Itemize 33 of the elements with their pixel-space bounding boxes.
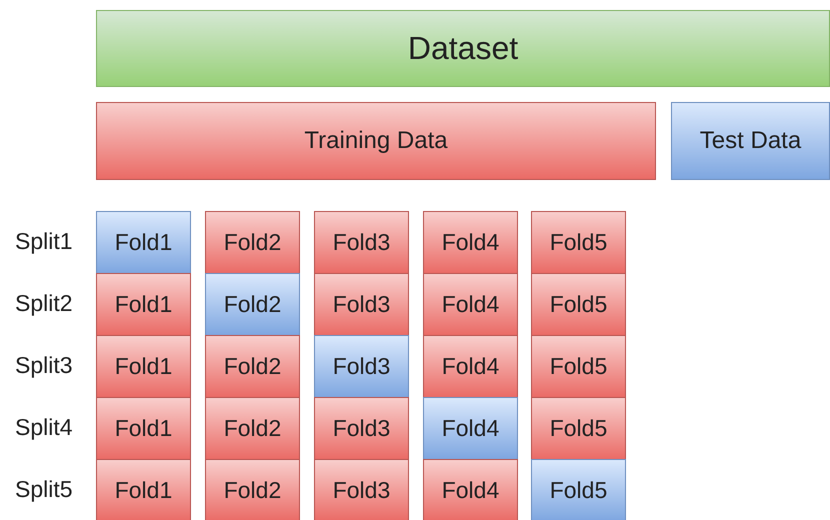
training-fold-box: Fold5 bbox=[531, 397, 626, 460]
training-fold-box: Fold2 bbox=[205, 459, 300, 520]
training-fold-box: Fold5 bbox=[531, 211, 626, 274]
training-fold-box: Fold4 bbox=[423, 211, 518, 274]
test-fold-box: Fold1 bbox=[96, 211, 191, 274]
row-label: Split1 bbox=[15, 228, 73, 255]
dataset-bar: Dataset bbox=[96, 10, 830, 87]
test-fold-box: Fold2 bbox=[205, 273, 300, 336]
training-fold-box: Fold2 bbox=[205, 211, 300, 274]
training-fold-box: Fold2 bbox=[205, 335, 300, 398]
training-fold-box: Fold3 bbox=[314, 273, 409, 336]
training-fold-box: Fold4 bbox=[423, 273, 518, 336]
row-label: Split3 bbox=[15, 352, 73, 379]
test-fold-box: Fold5 bbox=[531, 459, 626, 520]
training-fold-box: Fold1 bbox=[96, 397, 191, 460]
training-fold-box: Fold2 bbox=[205, 397, 300, 460]
training-fold-box: Fold3 bbox=[314, 459, 409, 520]
training-fold-box: Fold5 bbox=[531, 273, 626, 336]
test-data-bar: Test Data bbox=[671, 102, 830, 180]
training-fold-box: Fold3 bbox=[314, 397, 409, 460]
row-label: Split5 bbox=[15, 476, 73, 503]
test-fold-box: Fold3 bbox=[314, 335, 409, 398]
training-fold-box: Fold4 bbox=[423, 335, 518, 398]
row-label: Split4 bbox=[15, 414, 73, 441]
training-fold-box: Fold1 bbox=[96, 273, 191, 336]
training-fold-box: Fold1 bbox=[96, 335, 191, 398]
training-fold-box: Fold4 bbox=[423, 459, 518, 520]
training-data-bar: Training Data bbox=[96, 102, 656, 180]
training-fold-box: Fold3 bbox=[314, 211, 409, 274]
training-fold-box: Fold5 bbox=[531, 335, 626, 398]
test-fold-box: Fold4 bbox=[423, 397, 518, 460]
row-label: Split2 bbox=[15, 290, 73, 317]
training-fold-box: Fold1 bbox=[96, 459, 191, 520]
